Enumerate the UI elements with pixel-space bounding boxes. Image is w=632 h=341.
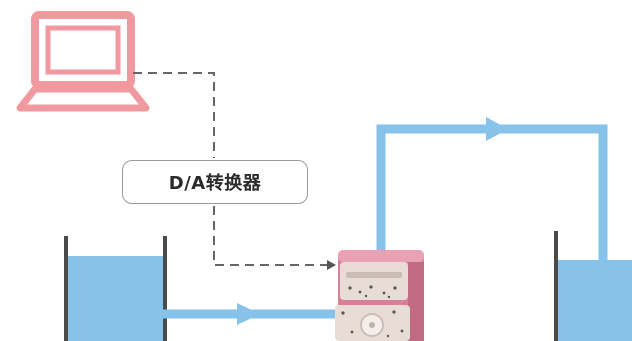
peristaltic-pump <box>335 250 424 341</box>
signal-arrow-icon <box>327 260 336 270</box>
receiving-tank-fluid <box>558 260 632 341</box>
pump-head-upper <box>340 262 408 300</box>
laptop-icon <box>16 11 150 112</box>
outlet-tube <box>376 117 608 262</box>
da-converter-label: D/A转换器 <box>168 173 262 194</box>
receiving-tank <box>554 231 632 341</box>
signal-line <box>133 72 327 266</box>
inlet-flow-arrow-icon <box>237 303 260 325</box>
source-tank <box>64 236 167 341</box>
inlet-tube <box>163 303 340 325</box>
source-tank-fluid <box>68 256 163 341</box>
outlet-flow-arrow-icon <box>486 117 508 141</box>
pump-head-lower <box>335 305 410 341</box>
da-converter-box: D/A转换器 <box>122 160 308 204</box>
